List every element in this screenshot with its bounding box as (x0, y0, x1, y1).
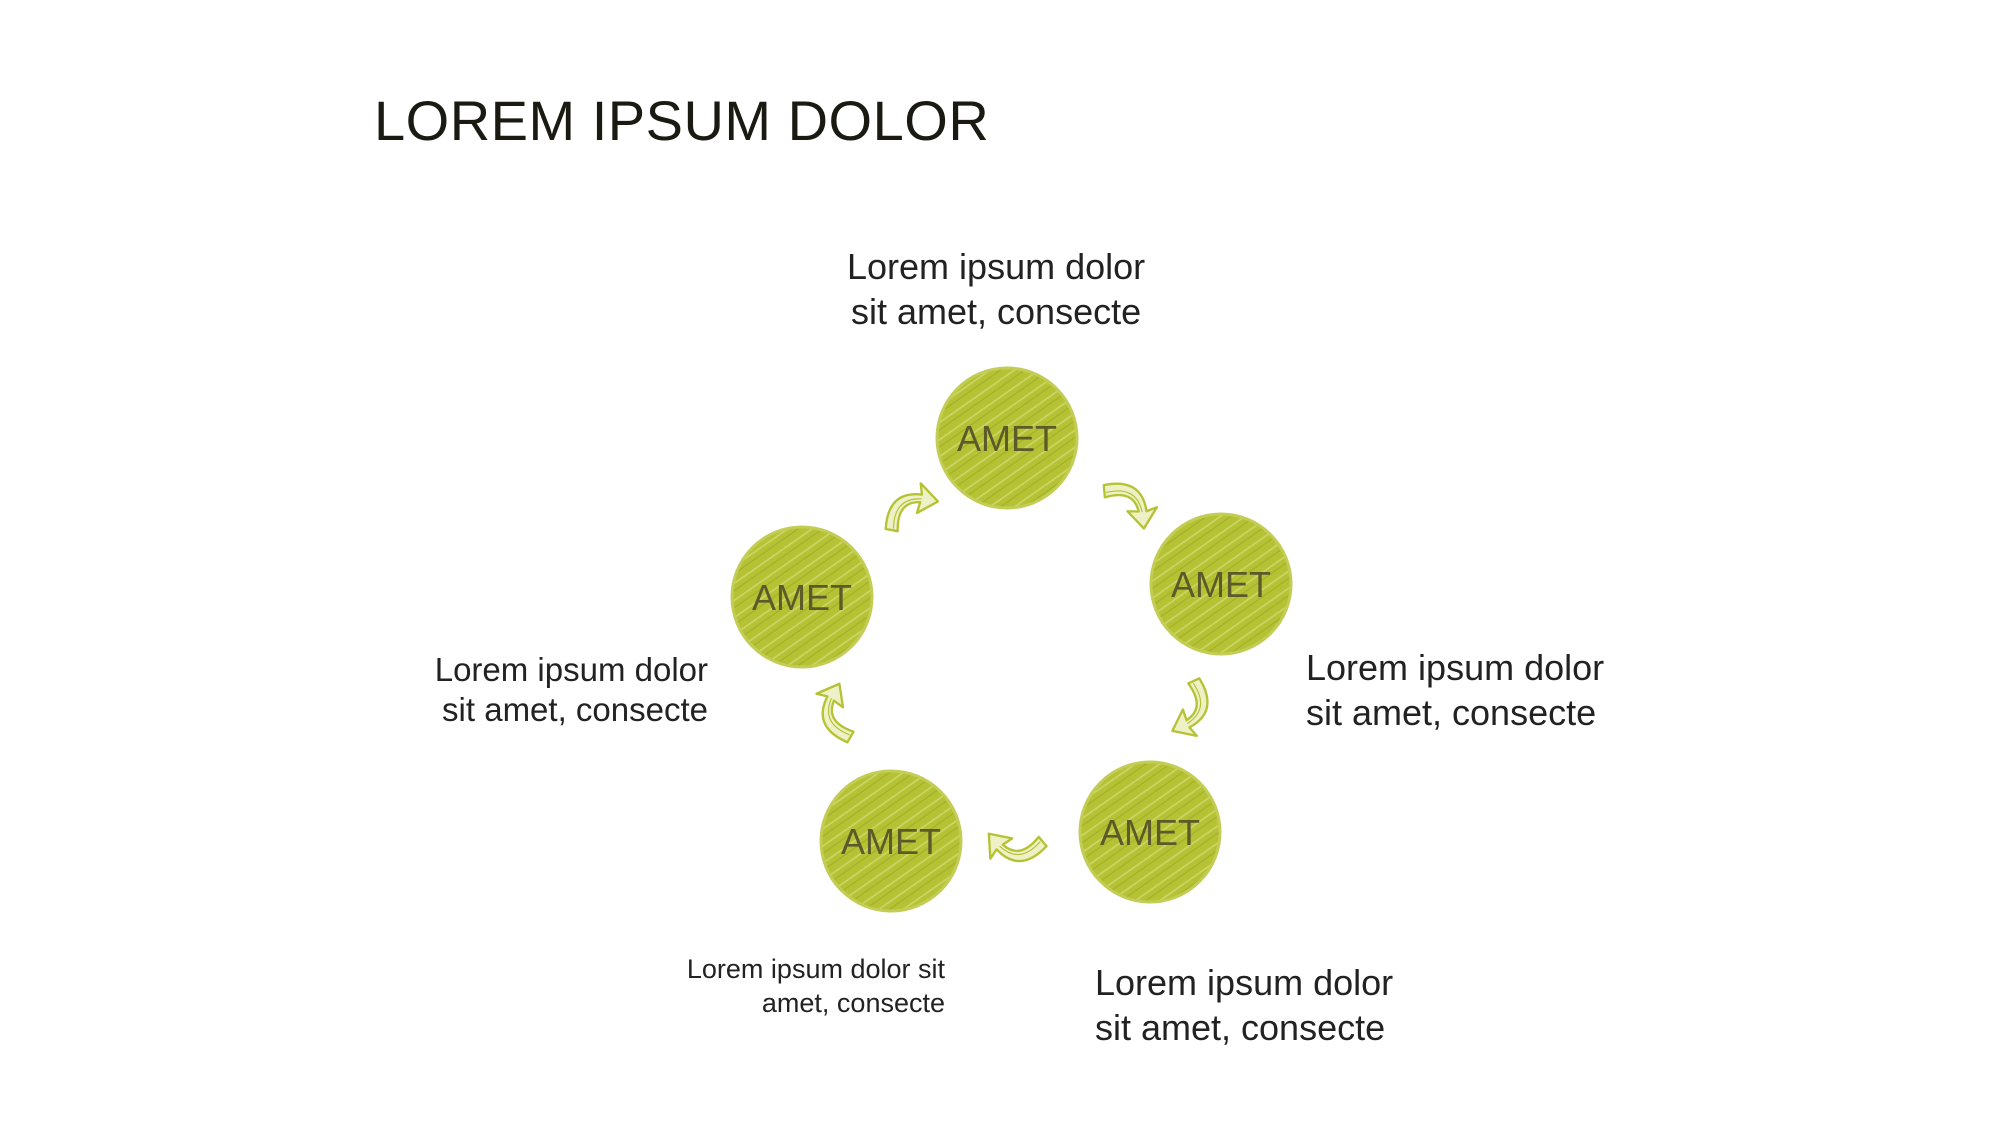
caption-left: Lorem ipsum dolor sit amet, consecte (435, 650, 708, 730)
curved-arrow-icon (812, 682, 861, 749)
caption-line: sit amet, consecte (850, 291, 1142, 332)
node-top: AMET (935, 366, 1079, 510)
node-label: AMET (957, 418, 1057, 459)
caption-line: sit amet, consecte (1095, 1007, 1386, 1048)
node-label: AMET (1171, 564, 1271, 605)
curved-arrow-icon (987, 832, 1048, 863)
caption-right: Lorem ipsum dolor sit amet, consecte (1306, 645, 1604, 735)
caption-line: amet, consecte (761, 988, 945, 1018)
curved-arrow-icon (1171, 673, 1215, 740)
caption-line: Lorem ipsum dolor (847, 246, 1146, 287)
caption-line: Lorem ipsum dolor (434, 651, 708, 688)
caption-bottom-left: Lorem ipsum dolor sit amet, consecte (687, 952, 945, 1020)
node-left: AMET (730, 525, 874, 669)
curved-arrow-icon (1095, 471, 1161, 530)
node-bottom-right: AMET (1078, 760, 1222, 904)
node-label: AMET (1100, 812, 1200, 853)
node-bottom-left: AMET (819, 769, 963, 913)
page-title: LOREM IPSUM DOLOR (374, 89, 990, 152)
caption-line: sit amet, consecte (1306, 692, 1597, 733)
caption-line: sit amet, consecte (442, 691, 708, 728)
node-right: AMET (1149, 512, 1293, 656)
caption-top: Lorem ipsum dolor sit amet, consecte (847, 244, 1145, 334)
caption-line: Lorem ipsum dolor sit (686, 954, 945, 984)
node-label: AMET (841, 821, 941, 862)
node-label: AMET (752, 577, 852, 618)
curved-arrow-icon (874, 479, 940, 540)
caption-line: Lorem ipsum dolor (1306, 647, 1605, 688)
caption-line: Lorem ipsum dolor (1095, 962, 1394, 1003)
caption-bottom-right: Lorem ipsum dolor sit amet, consecte (1095, 960, 1393, 1050)
